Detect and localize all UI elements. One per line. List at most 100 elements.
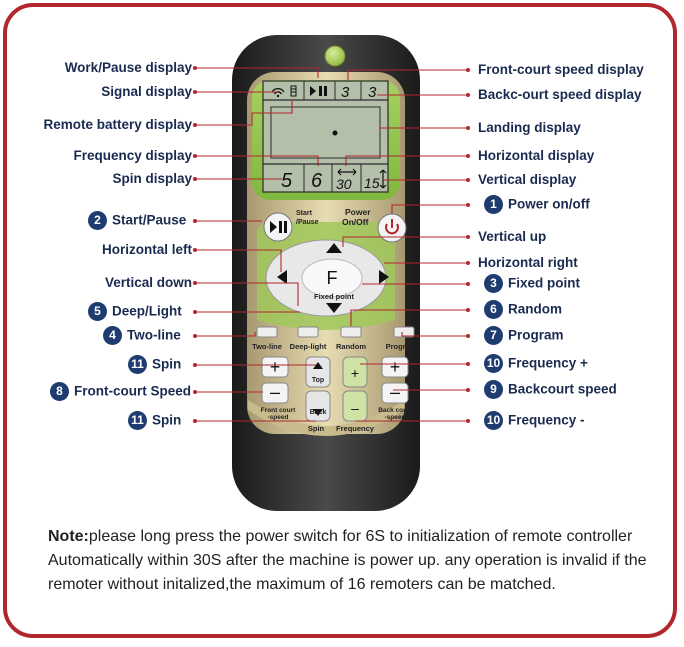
note-label: Note: (48, 528, 89, 545)
random-caption: Random (336, 342, 366, 351)
spin-back-caption: Back (310, 409, 327, 416)
note-paragraph: Note:please long press the power switch … (48, 525, 648, 597)
label-vertical-up: Vertical up (478, 229, 547, 244)
label-vertical-display: Vertical display (478, 172, 577, 187)
label-work-pause-display: Work/Pause display (64, 60, 192, 75)
horizontal-right-button[interactable] (379, 270, 389, 284)
badge-8: 8 (50, 382, 69, 401)
deep-light-caption: Deep-light (290, 342, 327, 351)
landing-dot (332, 130, 338, 136)
note-text: please long press the power switch for 6… (48, 528, 647, 593)
two-line-caption: Two-line (252, 342, 282, 351)
label-frequency-display: Frequency display (73, 148, 192, 163)
lcd-horizontal-arrow-icon (337, 168, 357, 176)
badge-9: 9 (484, 380, 503, 399)
play-pause-icon (310, 86, 327, 96)
start-pause-button[interactable] (263, 212, 293, 242)
left-leader-lines (195, 67, 319, 422)
power-icon (385, 223, 399, 235)
badge-3: 3 (484, 274, 503, 293)
badge-2: 2 (88, 211, 107, 230)
fixed-point-caption: Fixed point (314, 292, 355, 301)
lcd-back-speed: 3 (368, 84, 377, 101)
ball-logo (324, 45, 346, 67)
label-signal-display: Signal display (101, 84, 192, 99)
program-button[interactable] (393, 326, 415, 338)
spin-caption: Spin (308, 424, 325, 433)
badge-11-bottom: 11 (128, 411, 147, 430)
front-court-speed-caption: Front court-speed (261, 407, 296, 421)
label-horizontal-right: Horizontal right (478, 255, 578, 270)
lcd-vertical-arrow-icon (379, 169, 387, 189)
right-leader-lines (342, 69, 468, 422)
deep-light-button[interactable] (297, 326, 319, 338)
label-landing-display: Landing display (478, 120, 581, 135)
start-pause-icon (270, 221, 277, 233)
lcd-horizontal: 30 (336, 176, 352, 192)
battery-icon (290, 85, 297, 97)
random-button[interactable] (340, 326, 362, 338)
label-vertical-down: Vertical down (104, 275, 192, 290)
lcd-spin: 5 (281, 170, 293, 192)
badge-6: 6 (484, 300, 503, 319)
front-speed-plus-button[interactable] (261, 356, 289, 378)
lcd-front-speed: 3 (341, 84, 350, 101)
badge-10-minus: 10 (484, 411, 503, 430)
badge-5: 5 (88, 302, 107, 321)
lcd-vertical: 15 (364, 175, 380, 191)
svg-text:–: – (390, 382, 400, 402)
label-remote-battery-display: Remote battery display (43, 117, 192, 132)
spin-top-caption: Top (312, 377, 324, 384)
remote-gold-bottom (248, 400, 404, 436)
program-caption: Program (386, 342, 417, 351)
start-pause-caption: Start/Pause (296, 210, 319, 226)
label-horizontal-display: Horizontal display (478, 148, 595, 163)
badge-1: 1 (484, 195, 503, 214)
svg-text:+: + (390, 357, 401, 377)
label-backcourt-speed-display: Backc-ourt speed display (478, 87, 642, 102)
spin-back-button[interactable] (305, 390, 331, 422)
back-speed-minus-button[interactable] (381, 382, 409, 404)
label-spin-display: Spin display (112, 171, 192, 186)
badge-11-top: 11 (128, 355, 147, 374)
horizontal-left-button[interactable] (277, 270, 287, 284)
front-speed-minus-button[interactable] (261, 382, 289, 404)
right-leader-dots (466, 68, 470, 423)
back-speed-plus-button[interactable] (381, 356, 409, 378)
fixed-point-button[interactable] (301, 258, 363, 298)
vertical-up-button[interactable] (326, 243, 342, 253)
two-line-button[interactable] (256, 326, 278, 338)
svg-text:+: + (351, 365, 359, 381)
left-leader-dots (193, 66, 197, 423)
card-frame (3, 3, 677, 638)
vertical-down-button[interactable] (326, 303, 342, 313)
badge-10-plus: 10 (484, 354, 503, 373)
back-court-speed-caption: Back court-speed (378, 407, 412, 421)
label-front-court-speed-display: Front-court speed display (478, 62, 644, 77)
svg-text:–: – (270, 382, 280, 402)
badge-7: 7 (484, 326, 503, 345)
label-horizontal-left: Horizontal left (102, 242, 192, 257)
badge-4: 4 (103, 326, 122, 345)
svg-text:–: – (351, 400, 359, 416)
svg-text:+: + (270, 357, 281, 377)
lcd-frequency: 6 (311, 170, 323, 192)
frequency-caption: Frequency (336, 424, 375, 433)
fixed-point-letter: F (327, 268, 338, 288)
landing-area (270, 106, 381, 159)
